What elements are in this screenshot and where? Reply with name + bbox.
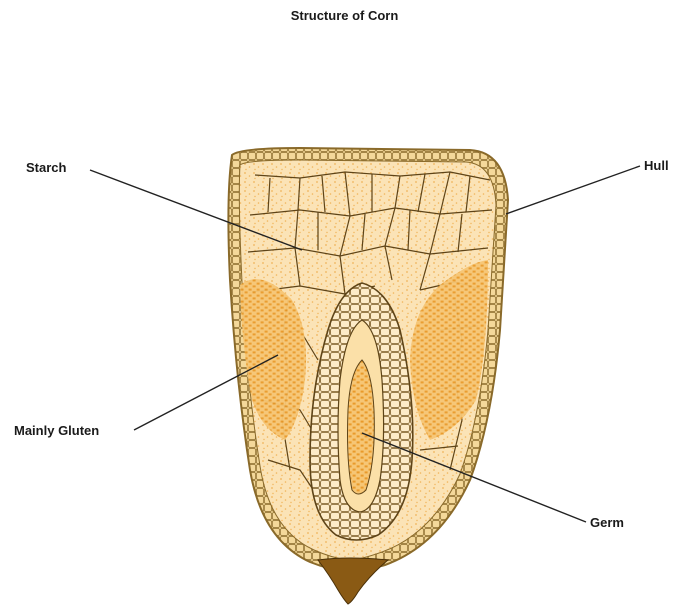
germ-label: Germ — [590, 515, 624, 530]
hull-leader-line — [506, 166, 640, 214]
starch-label: Starch — [26, 160, 66, 175]
hull-label: Hull — [644, 158, 669, 173]
gluten-label: Mainly Gluten — [14, 423, 99, 438]
tip-cap — [318, 558, 388, 604]
